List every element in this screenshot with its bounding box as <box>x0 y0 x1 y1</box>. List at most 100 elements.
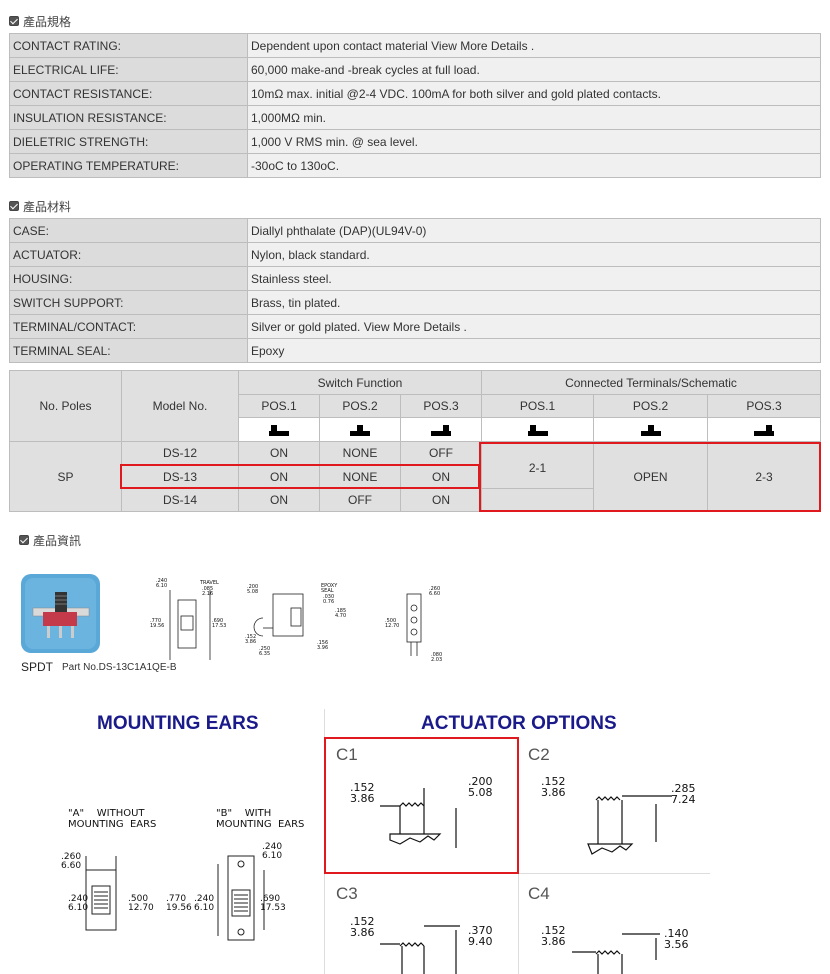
model-ds-13: DS-13 <box>121 464 239 489</box>
spec-key: INSULATION RESISTANCE: <box>9 105 248 130</box>
material-value: Diallyl phthalate (DAP)(UL94V-0) <box>247 218 821 243</box>
spec-row: CONTACT RATING:Dependent upon contact ma… <box>9 33 821 58</box>
header-pos-3: POS.3 <box>400 394 482 418</box>
svg-text:12.70: 12.70 <box>385 623 399 629</box>
material-value: Nylon, black standard. <box>247 242 821 267</box>
spec-value: Dependent upon contact material View Mor… <box>247 33 821 58</box>
svg-text:3.86: 3.86 <box>245 639 256 645</box>
highlight-actuator-c1 <box>324 737 519 874</box>
mounting-ears-title: MOUNTING EARS <box>97 713 259 734</box>
c1-dim-width: .152 3.86 <box>350 781 375 805</box>
conn-pos1-switch-icon <box>481 417 594 442</box>
svg-text:.770: .770 <box>150 618 161 624</box>
pos1-switch-icon <box>238 417 320 442</box>
material-value: Stainless steel. <box>247 266 821 291</box>
actuator-options-title: ACTUATOR OPTIONS <box>421 713 617 734</box>
svg-text:6.35: 6.35 <box>259 651 270 657</box>
pos3-switch-icon <box>400 417 482 442</box>
actuator-c2-drawing <box>587 795 672 855</box>
spec-value: 1,000 V RMS min. @ sea level. <box>247 129 821 154</box>
conn-pos1-value: 2-1 <box>481 441 594 489</box>
spec-row: INSULATION RESISTANCE:1,000MΩ min. <box>9 105 821 130</box>
specs-table: CONTACT RATING:Dependent upon contact ma… <box>9 33 821 178</box>
ds-12-pos3: OFF <box>400 441 482 465</box>
model-ds-12: DS-12 <box>121 441 239 465</box>
part-number: Part No.DS-13C1A1QE-B <box>62 662 177 673</box>
conn-pos3-switch-icon <box>707 417 821 442</box>
specs-title: 產品規格 <box>23 14 72 29</box>
specs-section-title: 產品規格 <box>9 14 72 29</box>
material-row: TERMINAL/CONTACT:Silver or gold plated. … <box>9 314 821 339</box>
switch-function-table: No. Poles Model No. Switch Function Conn… <box>9 370 821 512</box>
spec-row: OPERATING TEMPERATURE:-30oC to 130oC. <box>9 153 821 178</box>
svg-text:0.76: 0.76 <box>323 599 334 605</box>
material-key: CASE: <box>9 218 248 243</box>
material-key: SWITCH SUPPORT: <box>9 290 248 315</box>
svg-text:.085: .085 <box>202 586 213 592</box>
ds-13-pos1: ON <box>238 464 320 489</box>
actuator-c3-label: C3 <box>336 884 358 903</box>
svg-text:EPOXY: EPOXY <box>321 583 338 589</box>
material-value: Brass, tin plated. <box>247 290 821 315</box>
product-photo <box>21 574 100 653</box>
model-ds-14: DS-14 <box>121 488 239 512</box>
mount-b-dim-2: .770 19.56 <box>166 894 192 913</box>
svg-text:.030: .030 <box>323 594 334 600</box>
material-value: Epoxy <box>247 338 821 363</box>
header-connected-terminals: Connected Terminals/Schematic <box>481 370 821 395</box>
c2-dim-width: .152 3.86 <box>541 775 566 799</box>
svg-text:.500: .500 <box>385 618 396 624</box>
svg-text:2.16: 2.16 <box>202 591 213 597</box>
mount-b-label: "B" WITH MOUNTING EARS <box>216 808 305 830</box>
c4-dim-width: .152 3.86 <box>541 924 566 948</box>
product-type: SPDT <box>21 660 54 674</box>
spec-row: ELECTRICAL LIFE:60,000 make-and -break c… <box>9 57 821 82</box>
info-section-title: 產品資訊 <box>19 533 82 548</box>
spec-row: CONTACT RESISTANCE:10mΩ max. initial @2-… <box>9 81 821 106</box>
actuator-c4-label: C4 <box>528 884 550 903</box>
header-switch-function: Switch Function <box>238 370 482 395</box>
header-model-no: Model No. <box>121 370 239 442</box>
checkbox-icon <box>19 535 29 545</box>
spec-key: CONTACT RATING: <box>9 33 248 58</box>
header-conn-pos-3: POS.3 <box>707 394 821 418</box>
materials-section-title: 產品材料 <box>9 199 72 214</box>
ds-12-pos2: NONE <box>319 441 401 465</box>
header-pos-2: POS.2 <box>319 394 401 418</box>
ds-12-pos1: ON <box>238 441 320 465</box>
c3-dim-height: .370 9.40 <box>468 924 493 948</box>
ds-13-pos2: NONE <box>319 464 401 489</box>
svg-text:.200: .200 <box>247 584 258 590</box>
actuator-c1-drawing <box>380 788 457 848</box>
ds-13-pos3: ON <box>400 464 482 489</box>
svg-text:6.10: 6.10 <box>156 583 167 589</box>
ds-14-pos1: ON <box>238 488 320 512</box>
mount-a-dim-2: .240 6.10 <box>68 894 89 913</box>
checkbox-icon <box>9 16 19 26</box>
svg-text:SEAL: SEAL <box>321 588 334 594</box>
svg-text:2.03: 2.03 <box>431 657 442 662</box>
header-no-poles: No. Poles <box>9 370 122 442</box>
material-row: TERMINAL SEAL:Epoxy <box>9 338 821 363</box>
spec-key: CONTACT RESISTANCE: <box>9 81 248 106</box>
c2-dim-height: .285 7.24 <box>671 782 696 806</box>
svg-text:17.53: 17.53 <box>212 623 226 629</box>
header-pos-1: POS.1 <box>238 394 320 418</box>
c4-dim-height: .140 3.56 <box>664 927 689 951</box>
spec-value: 1,000MΩ min. <box>247 105 821 130</box>
conn-pos2-value: OPEN <box>593 441 708 512</box>
svg-text:.152: .152 <box>245 634 256 640</box>
conn-pos2-switch-icon <box>593 417 708 442</box>
spec-row: DIELETRIC STRENGTH:1,000 V RMS min. @ se… <box>9 129 821 154</box>
material-value: Silver or gold plated. View More Details… <box>247 314 821 339</box>
materials-title: 產品材料 <box>23 199 72 214</box>
svg-text:5.08: 5.08 <box>247 589 258 595</box>
mount-b-dim-4: .690 17.53 <box>260 894 286 913</box>
svg-text:4.70: 4.70 <box>335 613 346 619</box>
header-conn-pos-2: POS.2 <box>593 394 708 418</box>
material-row: SWITCH SUPPORT:Brass, tin plated. <box>9 290 821 315</box>
materials-table: CASE:Diallyl phthalate (DAP)(UL94V-0)ACT… <box>9 218 821 363</box>
info-title: 產品資訊 <box>33 533 82 548</box>
